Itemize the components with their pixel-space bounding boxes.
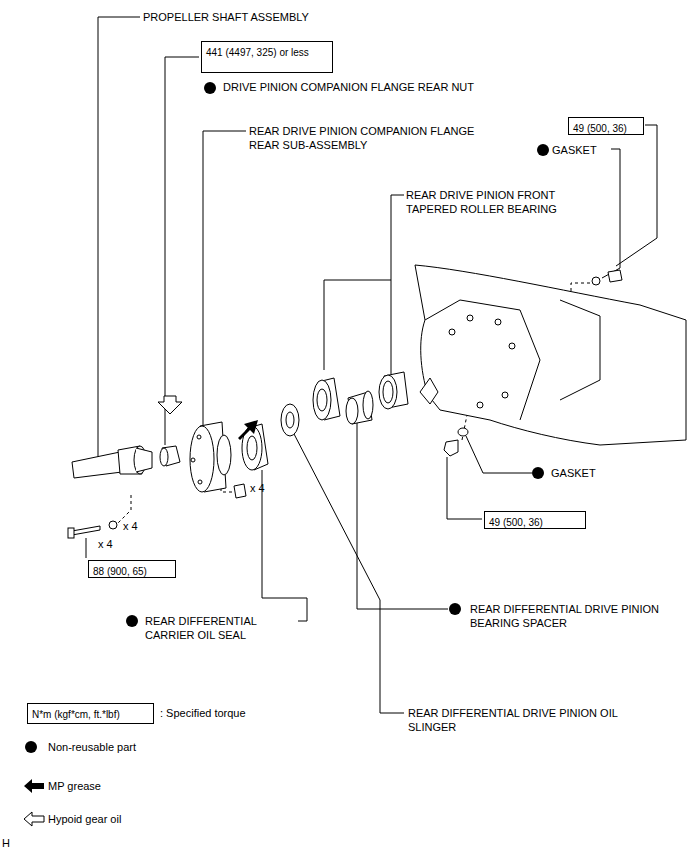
part-name: GASKET <box>552 143 632 157</box>
torque-value: N*m (kgf*cm, ft.*lbf) <box>28 707 124 723</box>
part-name: REAR DIFFERENTIAL DRIVE PINION BEARING S… <box>470 602 685 630</box>
torque-value: 49 (500, 36) <box>569 121 631 137</box>
part-name: REAR DRIVE PINION FRONT TAPERED ROLLER B… <box>406 188 591 216</box>
callout-text: x 4 <box>123 519 163 533</box>
propeller-shaft <box>72 446 152 478</box>
torque-value: 49 (500, 36) <box>485 515 547 531</box>
hypoid-oil-arrow <box>158 396 182 414</box>
mp-grease-arrow <box>238 420 258 440</box>
bolts-washers <box>68 521 117 538</box>
torque-value: 441 (4497, 325) or less <box>202 45 313 61</box>
part-name: GASKET <box>551 466 631 480</box>
torque-box: 49 (500, 36) <box>568 117 644 135</box>
torque-box: 441 (4497, 325) or less <box>201 41 333 73</box>
part-name: REAR DRIVE PINION COMPANION FLANGE REAR … <box>249 124 481 152</box>
oil-slinger <box>281 404 299 436</box>
legend-text: : Specified torque <box>160 706 246 720</box>
torque-box: N*m (kgf*cm, ft.*lbf) <box>27 703 154 724</box>
flange-nut <box>160 446 180 466</box>
legend-oil-arrow <box>24 812 44 826</box>
tapered-bearing <box>313 378 340 420</box>
part-name: PROPELLER SHAFT ASSEMBLY <box>143 10 393 24</box>
legend-text: MP grease <box>48 779 101 793</box>
bearing-spacer <box>346 391 373 424</box>
legend-text: Non-reusable part <box>48 740 136 754</box>
bearing-race <box>379 372 408 409</box>
callout-text: x 4 <box>98 537 138 551</box>
part-name: REAR DIFFERENTIAL DRIVE PINION OIL SLING… <box>408 706 648 734</box>
legend-grease-arrow <box>24 779 44 793</box>
companion-flange <box>190 422 231 492</box>
legend-dot <box>25 741 37 753</box>
torque-box: 49 (500, 36) <box>484 511 586 529</box>
flange-nut-small <box>234 484 246 498</box>
part-name: DRIVE PINION COMPANION FLANGE REAR NUT <box>223 80 543 94</box>
part-name: REAR DIFFERENTIAL CARRIER OIL SEAL <box>145 614 285 642</box>
drain-filler-plugs <box>444 270 622 456</box>
non-reusable-marks <box>126 82 549 627</box>
callout-text: H <box>2 836 22 850</box>
torque-box: 88 (900, 65) <box>88 560 176 578</box>
torque-value: 88 (900, 65) <box>89 564 151 580</box>
legend-text: Hypoid gear oil <box>48 812 121 826</box>
differential-carrier <box>415 265 686 445</box>
callout-text: x 4 <box>250 481 290 495</box>
